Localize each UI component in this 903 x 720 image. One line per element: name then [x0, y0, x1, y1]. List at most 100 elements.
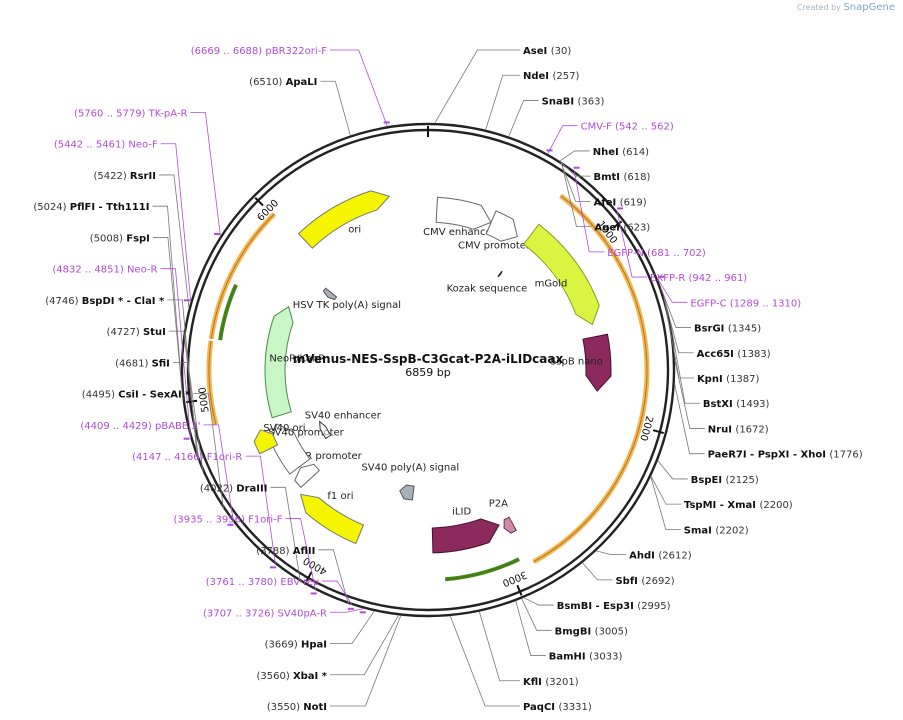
feature-arrow-sv40-ori [253, 429, 279, 455]
site-coord: (3788) [256, 546, 292, 557]
feature-arrow-mgold [522, 223, 600, 326]
site-name: KflI [523, 677, 545, 688]
site-coord: (3331) [559, 702, 592, 713]
site-coord: (30) [551, 46, 572, 57]
watermark-prefix: Created by [796, 3, 841, 12]
leader-line [674, 383, 705, 455]
site-coord: (3033) [589, 652, 622, 663]
leader-line [322, 580, 353, 606]
primer-label: EGFP-C (1289 .. 1310) [690, 298, 801, 309]
feature-arrow-f1-ori [299, 493, 365, 545]
site-coord: (4409 .. 4429) [80, 421, 155, 432]
snapgene-watermark: Created by SnapGene [797, 2, 895, 13]
feature-arrow-ampr-promoter [294, 463, 321, 489]
feature-label: SV40 promoter [268, 428, 344, 439]
primer-label: EXFP-R (942 .. 961) [650, 273, 747, 284]
site-name: SnaBI [542, 96, 578, 107]
site-coord: (1345) [728, 324, 761, 335]
enzyme-label: NdeI (257) [523, 71, 580, 82]
leader-line [158, 174, 190, 308]
tick-label: 4000 [302, 554, 330, 576]
site-name: BmgBI [555, 626, 595, 637]
leader-line [330, 610, 375, 644]
site-coord: (3707 .. 3726) [203, 608, 278, 619]
primer-label: (6669 .. 6688) pBR322ori-F [191, 46, 327, 57]
enzyme-label: (4727) StuI [107, 327, 166, 338]
site-coord: (1672) [735, 424, 768, 435]
feature-arrow-neor-kanr [264, 305, 294, 419]
leader-line [160, 143, 192, 302]
enzyme-label: AfeI (619) [594, 197, 647, 208]
enzyme-label: (5422) RsrII [93, 171, 155, 182]
site-coord: (2995) [637, 601, 670, 612]
enzyme-label: PaeR7I - PspXI - XhoI (1776) [708, 450, 863, 461]
feature-label: iLID [452, 507, 471, 518]
site-coord: (614) [622, 147, 649, 158]
site-name: EXFP-R [650, 273, 688, 284]
site-coord: (6510) [249, 77, 285, 88]
site-coord: (2200) [759, 500, 792, 511]
site-coord: (542 .. 562) [615, 122, 674, 133]
site-coord: (4727) [107, 327, 143, 338]
leader-line [616, 210, 648, 278]
feature-label: SV40 ori [263, 423, 305, 434]
feature-arrow-sv40-promoter [270, 423, 311, 475]
enzyme-label: KpnI (1387) [697, 374, 760, 385]
feature-arrow-hsv-tk-poly-a-signal [322, 287, 338, 301]
enzyme-label: SnaBI (363) [542, 96, 605, 107]
site-coord: (4022) [200, 483, 236, 494]
enzyme-label: (3560) XbaI * [257, 671, 328, 682]
leader-line [523, 597, 554, 606]
feature-arrow-kozak-sequence [497, 270, 503, 278]
site-name: FspI [126, 233, 150, 244]
tick-label: 5000 [197, 386, 211, 413]
site-name: AhdI [629, 551, 658, 562]
leader-line [318, 549, 349, 604]
primer-label: (3935 .. 3956) F1ori-F [173, 515, 282, 526]
site-name: SV40pA-R [278, 608, 327, 619]
feature-arrow-sv40-poly-a-signal [399, 484, 415, 501]
site-coord: (4147 .. 4166) [132, 452, 207, 463]
enzyme-label: SbfI (2692) [615, 576, 674, 587]
feature-arrow-sspb-nano [582, 333, 612, 392]
leader-line [508, 100, 539, 137]
site-coord: (3669) [265, 640, 301, 651]
feature-label: SV40 poly(A) signal [361, 462, 459, 473]
feature-arrow-ilid [431, 518, 500, 554]
enzyme-label: AseI (30) [523, 46, 571, 57]
primer-label: (4147 .. 4166) F1ori-R [132, 452, 242, 463]
tick-mark [305, 571, 313, 582]
site-name: PaqCI [523, 702, 559, 713]
feature-label: AmpR promoter [282, 451, 362, 462]
leader-line [485, 74, 520, 130]
site-name: Acc65I [697, 349, 738, 360]
feature-label: HSV TK poly(A) signal [293, 300, 401, 311]
outer-feature-core-1 [445, 558, 520, 580]
site-name: KpnI [697, 374, 726, 385]
site-name: NotI [303, 702, 327, 713]
site-coord: (1289 .. 1310) [730, 298, 802, 309]
leader-line [547, 125, 578, 155]
leader-line [596, 550, 627, 556]
site-coord: (4495) [82, 390, 118, 401]
outer-feature-arc-2 [208, 212, 277, 340]
primer-label: CMV-F (542 .. 562) [581, 122, 674, 133]
site-coord: (2612) [658, 551, 691, 562]
site-coord: (6669 .. 6688) [191, 46, 266, 57]
leader-line [152, 237, 184, 401]
site-name: BspEI [691, 475, 726, 486]
enzyme-label: NheI (614) [593, 147, 649, 158]
site-name: PaeR7I - PspXI - XhoI [708, 450, 830, 461]
feature-label: mGold [535, 279, 568, 290]
feature-arrow-cmv-promoter [485, 210, 518, 242]
enzyme-label: KflI (3201) [523, 677, 579, 688]
enzyme-label: PaqCI (3331) [523, 702, 592, 713]
site-coord: (2692) [641, 576, 674, 587]
feature-label: NeoR/KanR [269, 354, 325, 365]
tick-label: 3000 [501, 568, 529, 588]
site-name: AseI [523, 46, 551, 57]
site-coord: (4746) [45, 296, 81, 307]
enzyme-label: Acc65I (1383) [697, 349, 771, 360]
site-coord: (363) [578, 96, 605, 107]
